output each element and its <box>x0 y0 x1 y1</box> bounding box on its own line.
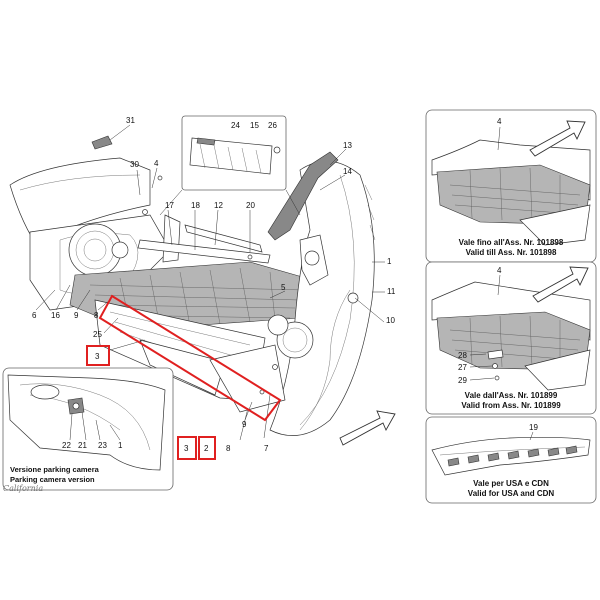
main-label: 31 <box>126 116 135 125</box>
main-label: 24 <box>231 121 240 130</box>
inset-caption-line1: Versione parking camera <box>10 465 100 474</box>
panel-valid-till: 4 Vale fino all'Ass. Nr. 101898 Valid ti… <box>425 109 597 263</box>
california-logo: California <box>3 484 43 493</box>
panel-a-caption-line1: Vale fino all'Ass. Nr. 101898 <box>459 238 564 247</box>
highlight-label-2 <box>198 436 216 460</box>
main-label: 3 <box>184 444 189 453</box>
highlight-undertray-outline <box>98 294 282 422</box>
panel-a-label: 4 <box>497 117 502 126</box>
inset-caption-line2: Parking camera version <box>10 475 95 484</box>
main-label: 7 <box>264 444 269 453</box>
main-label: 3 <box>95 352 100 361</box>
main-label: 17 <box>165 201 174 210</box>
main-label: 14 <box>343 167 352 176</box>
main-label: 9 <box>74 311 79 320</box>
main-label: 1 <box>387 257 392 266</box>
main-label: 18 <box>191 201 200 210</box>
highlight-label-3b <box>177 436 197 460</box>
main-label: 26 <box>268 121 277 130</box>
panel-c-caption-line1: Vale per USA e CDN <box>473 479 549 488</box>
main-label: 9 <box>242 420 247 429</box>
panel-a-caption-line2: Valid till Ass. Nr. 101898 <box>466 248 557 257</box>
main-label: 2 <box>204 444 209 453</box>
main-label: 6 <box>32 311 37 320</box>
main-label: 15 <box>250 121 259 130</box>
panel-c-label: 19 <box>529 423 538 432</box>
panel-b-label: 27 <box>458 363 467 372</box>
panel-c-caption-line2: Valid for USA and CDN <box>468 489 555 498</box>
panel-b-caption-line1: Vale dall'Ass. Nr. 101899 <box>465 391 558 400</box>
panel-b-caption-line2: Valid from Ass. Nr. 101899 <box>461 401 561 410</box>
inset-label: 21 <box>78 441 87 450</box>
inset-label: 22 <box>62 441 71 450</box>
main-label: 25 <box>93 330 102 339</box>
highlight-label-3a <box>86 345 110 366</box>
main-label: 12 <box>214 201 223 210</box>
parking-camera-inset: 22 21 23 1 Versione parking camera Parki… <box>2 367 174 491</box>
main-label: 8 <box>226 444 231 453</box>
main-label: 30 <box>130 160 139 169</box>
main-label: 16 <box>51 311 60 320</box>
main-label: 13 <box>343 141 352 150</box>
main-label: 11 <box>387 287 396 296</box>
inset-label: 1 <box>118 441 123 450</box>
panel-valid-from: 4 28 27 29 Vale dall'Ass. Nr. 101899 Val… <box>425 261 597 415</box>
panel-b-label: 28 <box>458 351 467 360</box>
main-label: 4 <box>154 159 159 168</box>
inset-label: 23 <box>98 441 107 450</box>
main-label: 20 <box>246 201 255 210</box>
panel-b-label: 4 <box>497 266 502 275</box>
panel-usa-cdn: 19 Vale per USA e CDN Valid for USA and … <box>425 416 597 504</box>
main-label: 5 <box>281 283 286 292</box>
panel-b-label: 29 <box>458 376 467 385</box>
main-label: 8 <box>94 311 99 320</box>
main-exploded-view: 31 30 4 17 18 12 20 13 14 1 11 10 5 6 16… <box>9 115 396 460</box>
main-label: 10 <box>386 316 395 325</box>
